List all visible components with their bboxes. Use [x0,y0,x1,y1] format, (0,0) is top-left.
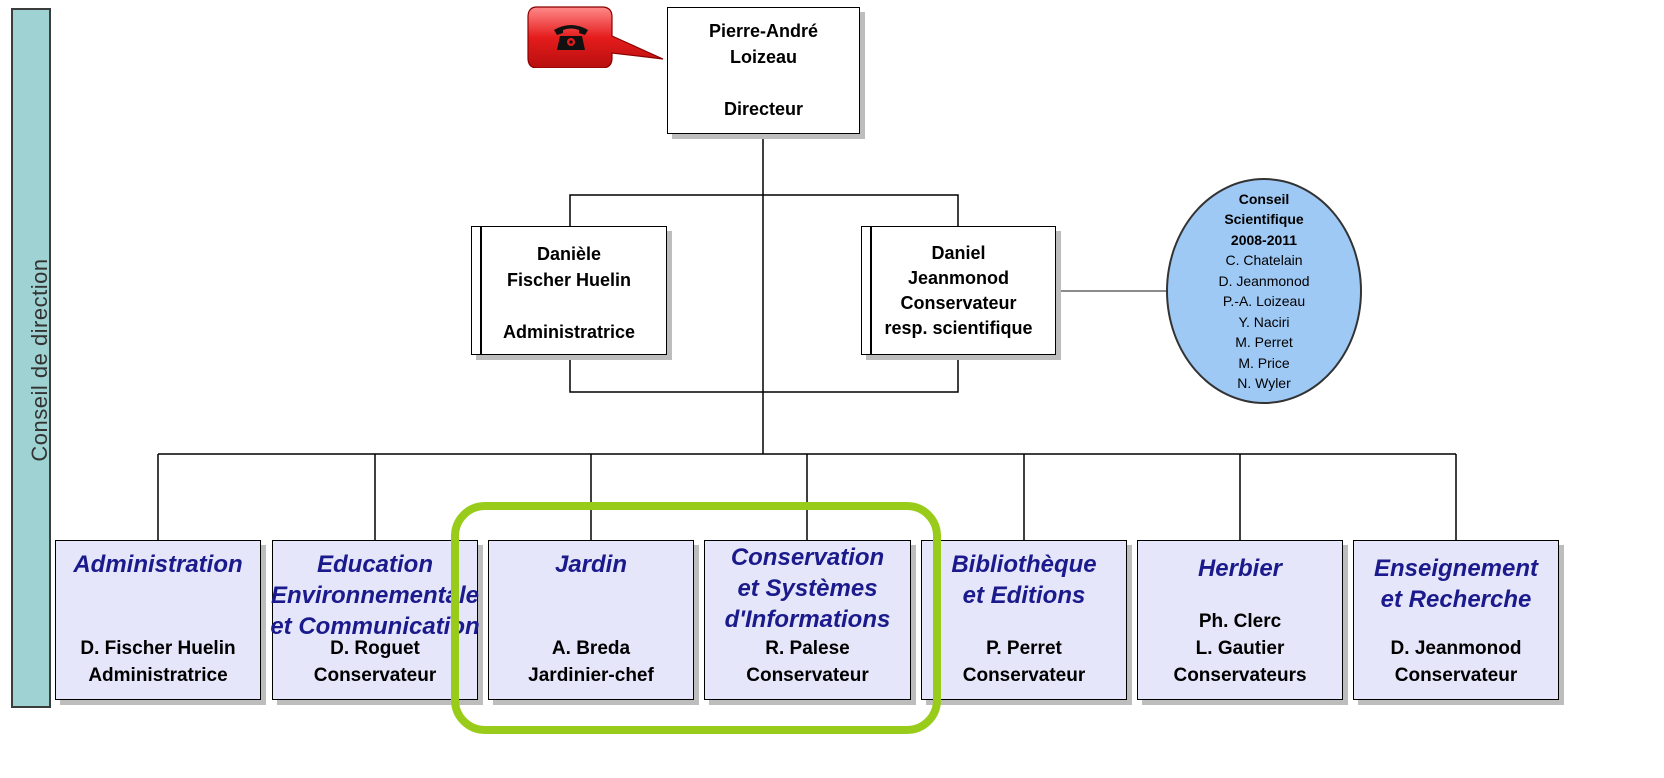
deputy-name-line2: Fischer Huelin [506,270,632,290]
deputy-bottom-connector [569,355,959,393]
telephone-icon [527,6,664,68]
council-member: C. Chatelain [1225,252,1303,268]
council-member: M. Price [1238,354,1290,371]
department-title: Herbier [1197,555,1283,582]
department-title: Enseignement et Recherche [1373,555,1539,613]
director-box: Pierre-André Loizeau Directeur [667,7,860,134]
department-bibliotheque: Bibliothèque et Editions P. Perret Conse… [921,540,1127,700]
department-herbier: Herbier Ph. Clerc L. Gautier Conservateu… [1137,540,1343,700]
department-person: D. Jeanmonod Conservateur [1390,638,1522,686]
department-title: Conservation et Systèmes d'Informations [724,544,891,633]
department-person: R. Palese Conservateur [746,638,869,686]
deputy-role-line2: resp. scientifique [884,318,1033,338]
director-name-line2: Loizeau [729,47,797,67]
department-education: Education Environnementale et Communicat… [270,540,480,700]
deputy-box-administratrice: Danièle Fischer Huelin Administratrice [471,226,667,355]
deputy-box-conservateur: Daniel Jeanmonod Conservateur resp. scie… [861,226,1056,355]
department-person: D. Fischer Huelin Administratrice [80,638,236,686]
council-member: D. Jeanmonod [1218,272,1310,289]
council-member: N. Wyler [1237,375,1291,391]
director-role: Directeur [723,99,804,119]
council-member: M. Perret [1235,334,1293,350]
department-jardin: Jardin A. Breda Jardinier-chef [488,540,694,700]
department-person: D. Roguet Conservateur [313,638,437,686]
deputy-name-line1: Daniel [931,243,986,263]
conseil-scientifique-ellipse: Conseil Scientifique 2008-2011 C. Chatel… [1166,178,1362,404]
deputy-top-connector [569,194,959,226]
deputy-name-line2: Jeanmonod [907,268,1009,288]
department-person: Ph. Clerc L. Gautier Conservateurs [1173,611,1307,686]
department-title: Jardin [554,551,628,578]
council-member: Y. Naciri [1238,313,1290,330]
deputy-role-line1: Conservateur [900,293,1017,313]
conseil-de-direction-band: Conseil de direction [11,8,52,708]
department-administration: Administration D. Fischer Huelin Adminis… [55,540,261,700]
department-enseignement: Enseignement et Recherche D. Jeanmonod C… [1353,540,1559,700]
department-person: P. Perret Conservateur [962,638,1086,686]
department-title: Education Environnementale et Communicat… [270,551,480,640]
council-title-line: 2008-2011 [1230,231,1298,248]
director-name-line1: Pierre-André [708,21,819,41]
department-title: Administration [73,551,243,578]
council-title-line: Conseil [1238,190,1290,207]
council-member: P.-A. Loizeau [1222,293,1306,309]
deputy-role: Administratrice [502,322,636,342]
council-title-line: Scientifique [1224,211,1304,227]
deputy-name-line1: Danièle [536,244,602,264]
department-conservation: Conservation et Systèmes d'Informations … [704,540,911,700]
department-title: Bibliothèque et Editions [951,551,1097,609]
department-person: A. Breda Jardinier-chef [528,638,654,686]
